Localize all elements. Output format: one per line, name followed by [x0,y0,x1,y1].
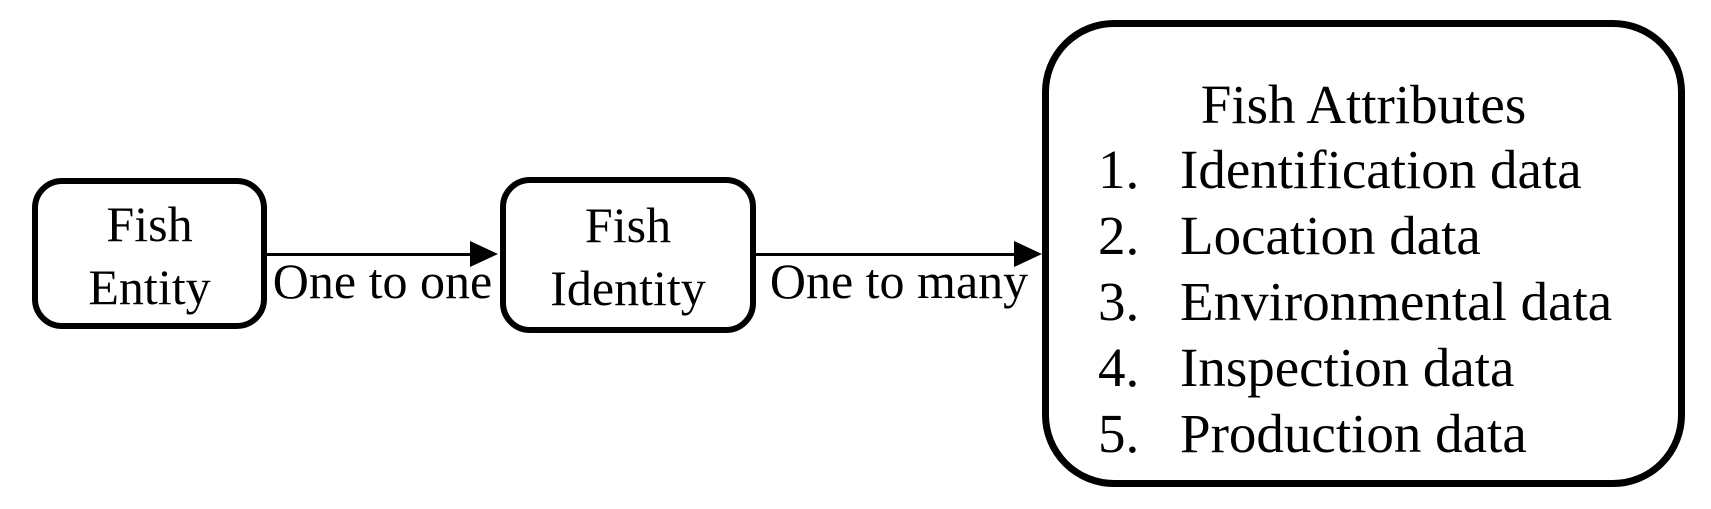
list-item-text: Production data [1180,403,1527,464]
attribute-list-item: 4. Inspection data [1049,335,1678,401]
arrowhead-right-icon [1014,241,1042,267]
fish-entity-label-line2: Entity [88,258,211,315]
list-item-text: Identification data [1180,139,1582,200]
fish-attributes-node: Fish Attributes 1. Identification data 2… [1042,20,1685,487]
list-item-text: Inspection data [1180,337,1515,398]
attribute-list-item: 5. Production data [1049,401,1678,467]
list-item-number: 2. [1098,205,1140,266]
fish-identity-label-line2: Identity [550,260,706,316]
attribute-list-item: 2. Location data [1049,203,1678,269]
one-to-many-edge-line [756,253,1016,256]
one-to-one-edge-line [267,253,472,256]
attribute-list: 1. Identification data 2. Location data … [1049,137,1678,467]
fish-entity-node: Fish Entity [32,178,267,329]
arrowhead-right-icon [470,241,498,267]
fish-identity-label-line1: Fish [584,197,672,253]
list-item-number: 3. [1098,271,1140,332]
one-to-one-edge-label: One to one [272,253,493,309]
attribute-list-item: 1. Identification data [1049,137,1678,203]
list-item-number: 1. [1098,139,1140,200]
list-item-text: Location data [1180,205,1481,266]
fish-attributes-title: Fish Attributes [1200,74,1527,135]
fish-identity-node: Fish Identity [500,177,756,333]
attribute-list-item: 3. Environmental data [1049,269,1678,335]
list-item-number: 4. [1098,337,1140,398]
list-item-number: 5. [1098,403,1140,464]
list-item-text: Environmental data [1180,271,1613,332]
one-to-many-edge-label: One to many [769,253,1029,309]
fish-entity-label-line1: Fish [106,195,193,252]
